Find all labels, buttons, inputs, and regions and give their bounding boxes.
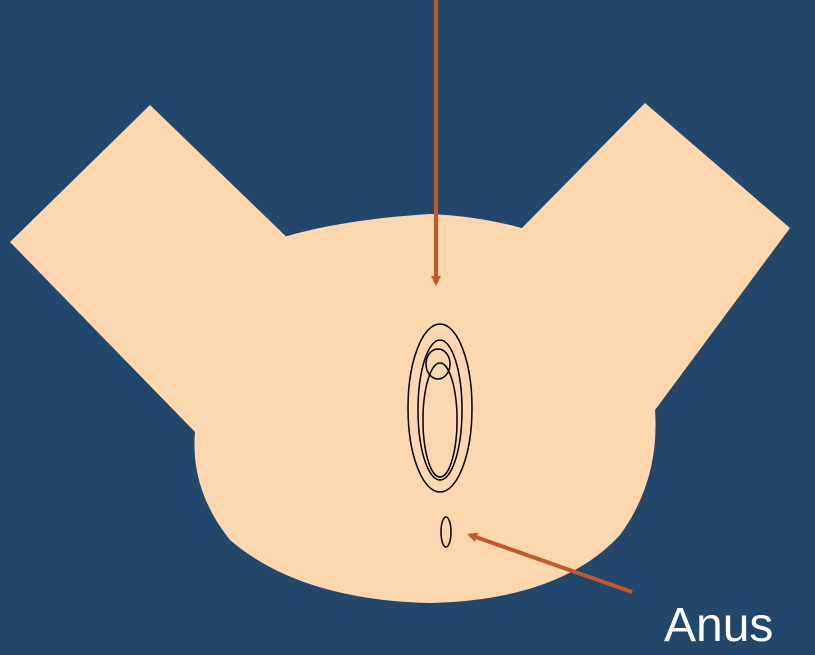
anus-label: Anus <box>664 602 773 650</box>
pelvic-region <box>194 214 655 603</box>
